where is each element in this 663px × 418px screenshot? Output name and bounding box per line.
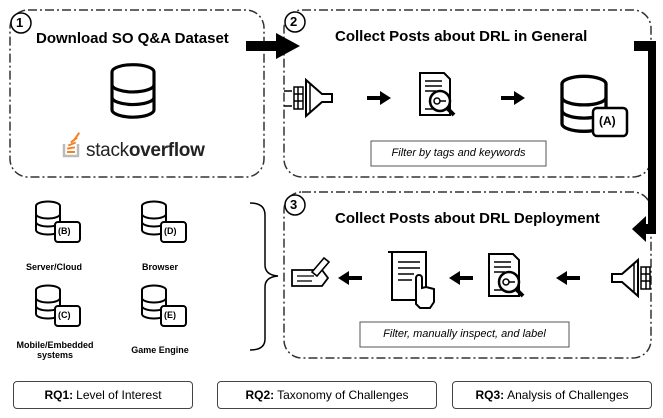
step1-box — [9, 9, 265, 178]
step1-title: Download SO Q&A Dataset — [36, 30, 229, 47]
database-b-badge-box — [54, 221, 81, 243]
database-b-badge: (B) — [58, 226, 71, 236]
step2-title: Collect Posts about DRL in General — [335, 28, 588, 45]
document-search-icon — [418, 71, 456, 117]
logo-part2: overflow — [128, 140, 205, 161]
database-c-badge-box — [54, 305, 81, 327]
database-c-badge: (C) — [58, 310, 71, 320]
step2-number: 2 — [290, 14, 298, 29]
database-b-label: Server/Cloud — [25, 262, 83, 272]
step3-number-circle — [284, 194, 306, 216]
rq2-box: RQ2:Taxonomy of Challenges — [217, 381, 437, 409]
step3-filter-box — [359, 321, 570, 348]
rq1-box: RQ1:Level of Interest — [13, 381, 193, 409]
database-a-badge-box — [591, 106, 629, 138]
step1-number-circle — [10, 12, 32, 34]
grouping-brace — [249, 202, 279, 351]
database-d-badge-box — [160, 221, 187, 243]
step2-number-circle — [284, 11, 306, 33]
rq3-text: Analysis of Challenges — [507, 388, 629, 402]
database-d-label: Browser — [141, 262, 178, 272]
database-e-badge-box — [160, 305, 187, 327]
arrow-icon — [449, 271, 473, 285]
step2-box — [283, 9, 652, 178]
step2-filter-note: Filter by tags and keywords — [391, 147, 526, 159]
filter-funnel-icon — [284, 79, 333, 117]
step3-title: Collect Posts about DRL Deployment — [335, 210, 600, 227]
database-e-label: Game Engine — [131, 345, 189, 355]
database-a-badge: (A) — [599, 114, 616, 128]
database-icon — [110, 63, 156, 119]
step2-filter-box — [370, 140, 547, 167]
document-touch-icon — [388, 251, 435, 309]
arrow-icon — [556, 271, 580, 285]
stackoverflow-logo-icon — [62, 132, 81, 158]
arrow-icon — [367, 91, 391, 105]
filter-funnel-icon — [611, 259, 651, 297]
arrow-icon — [246, 33, 300, 59]
stackoverflow-logo-text: stackoverflow — [86, 140, 205, 162]
arrow-icon — [338, 271, 362, 285]
rq2-text: Taxonomy of Challenges — [277, 388, 409, 402]
rq3-id: RQ3: — [475, 388, 505, 402]
rq1-text: Level of Interest — [76, 388, 162, 402]
step3-filter-note: Filter, manually inspect, and label — [383, 328, 546, 340]
label-pencil-icon — [291, 256, 331, 287]
arrow-icon — [632, 41, 656, 242]
step3-number: 3 — [290, 197, 298, 212]
database-c-label-line1: Mobile/Embedded — [16, 340, 94, 350]
rq2-id: RQ2: — [245, 388, 275, 402]
database-d-badge: (D) — [164, 226, 177, 236]
document-search-icon — [487, 252, 525, 298]
logo-part1: stack — [86, 140, 129, 161]
database-e-badge: (E) — [164, 310, 176, 320]
step3-box — [283, 191, 652, 359]
step1-number: 1 — [16, 15, 24, 30]
database-c-label-line2: systems — [36, 350, 74, 360]
arrow-icon — [501, 91, 525, 105]
rq3-box: RQ3:Analysis of Challenges — [452, 381, 652, 409]
rq1-id: RQ1: — [44, 388, 74, 402]
